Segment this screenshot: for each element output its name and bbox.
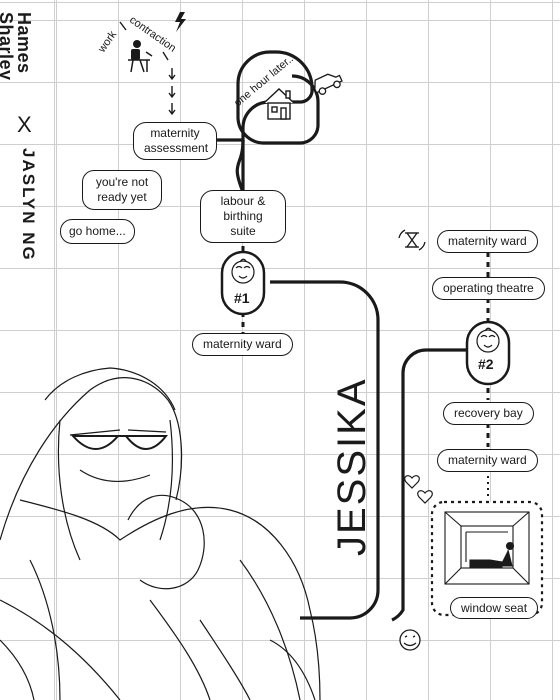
stop-maternity-ward-bottom: maternity ward: [437, 449, 538, 472]
stop-window-seat: window seat: [450, 597, 539, 619]
logo-line-1: Hames: [14, 12, 34, 74]
mother-name: JESSIKA: [330, 377, 374, 556]
stop-operating-theatre: operating theatre: [432, 277, 545, 300]
stop-recovery-bay: recovery bay: [443, 402, 534, 425]
stop-maternity-ward-1: maternity ward: [192, 333, 293, 356]
baby-2-number: #2: [478, 356, 494, 372]
brand-separator: X: [17, 112, 32, 137]
stop-labour-birthing-suite: labour & birthing suite: [200, 190, 286, 243]
collaborator-name: JASLYN NG: [19, 148, 38, 262]
stop-maternity-ward-top: maternity ward: [437, 230, 538, 253]
stop-maternity-assessment: maternity assessment: [133, 122, 217, 160]
bubble-not-ready: you're not ready yet: [82, 170, 162, 210]
logo-line-2: Sharley: [0, 12, 16, 81]
bubble-go-home: go home...: [60, 219, 135, 244]
baby-1-number: #1: [234, 290, 250, 306]
